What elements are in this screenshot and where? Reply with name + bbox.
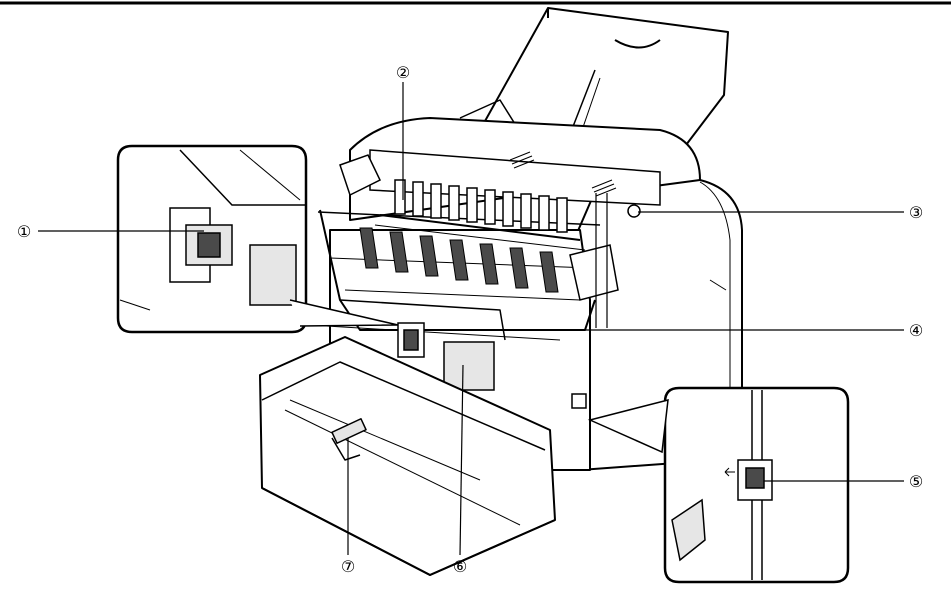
callout-7: ⑦: [341, 557, 355, 576]
inset-usb-port-detail: [671, 390, 773, 580]
callout-2: ②: [396, 63, 410, 82]
inset-1-pointer: [289, 299, 399, 327]
callout-3: ③: [909, 203, 923, 222]
power-switch: [397, 322, 425, 358]
rating-label: [443, 341, 495, 391]
paper-feed-rollers: [369, 149, 661, 251]
inset-power-socket-detail: [119, 149, 306, 311]
callout-1: ①: [17, 222, 31, 241]
vents: [509, 151, 617, 197]
side-clips: [339, 154, 641, 301]
callout-5: ⑤: [909, 472, 923, 491]
rear-clip: [571, 393, 587, 409]
leader-lines: [38, 82, 904, 556]
callouts: ① ② ③ ④ ⑤ ⑥ ⑦: [17, 63, 923, 576]
output-guides: [359, 227, 559, 293]
inset-2-pointer: [587, 399, 669, 454]
callout-4: ④: [909, 321, 923, 340]
dust-cover: [259, 336, 556, 576]
callout-6: ⑥: [453, 557, 467, 576]
